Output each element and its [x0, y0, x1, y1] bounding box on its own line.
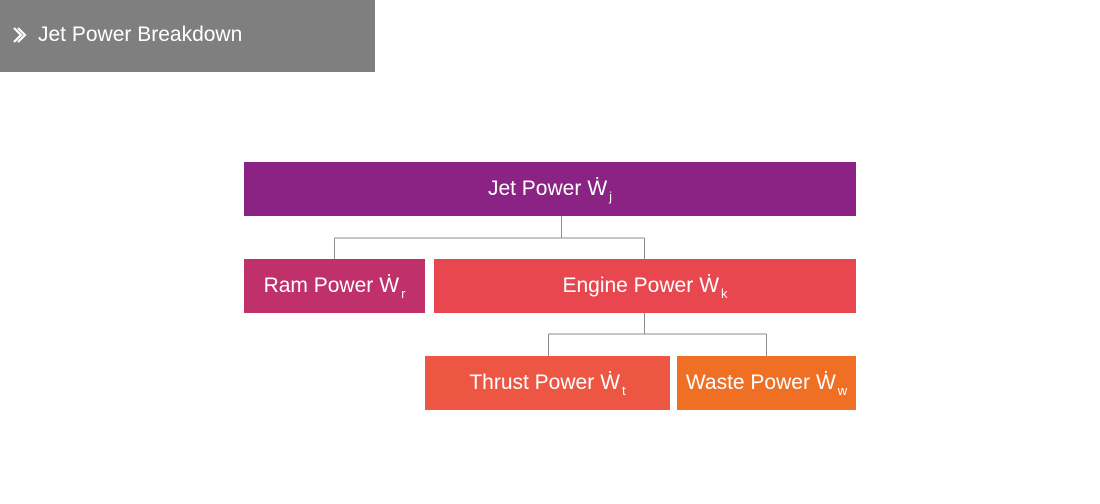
node-subscript: t	[622, 382, 626, 398]
connector-jet-to-children	[334, 216, 645, 259]
node-label: Ram Power	[263, 274, 374, 297]
node-label: Thrust Power	[469, 371, 595, 394]
header-bar: Jet Power Breakdown	[0, 0, 375, 72]
double-chevron-right-icon	[13, 27, 27, 43]
node-label: Jet Power	[487, 177, 582, 200]
node-subscript: w	[837, 382, 848, 398]
connector-engine-to-children	[548, 313, 767, 356]
node-subscript: k	[721, 285, 728, 301]
node-subscript: j	[609, 188, 613, 204]
node-subscript: r	[401, 285, 406, 301]
power-symbol: ·W	[600, 361, 621, 394]
power-symbol: ·W	[699, 264, 720, 297]
node-label: Waste Power	[685, 371, 810, 394]
power-symbol: ·W	[587, 167, 608, 200]
node-label: Engine Power	[562, 274, 694, 297]
page-title: Jet Power Breakdown	[38, 23, 243, 46]
power-symbol: ·W	[379, 264, 400, 297]
power-symbol: ·W	[815, 361, 836, 394]
